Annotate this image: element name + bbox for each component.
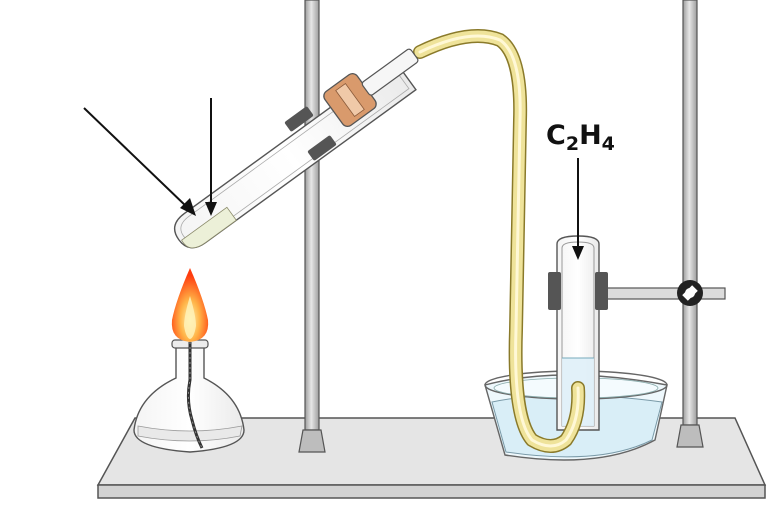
pointer-arrow-gas (572, 158, 584, 260)
formula-subscript-2: 4 (602, 133, 615, 155)
glass-delivery-tube (361, 48, 419, 96)
flame-icon (171, 268, 209, 342)
ethylene-formula-label: C2H4 (546, 120, 615, 155)
pointer-arrow-left (83, 107, 196, 216)
left-stand-rod (298, 0, 326, 453)
tube-clamp (548, 272, 608, 310)
rubber-tubing (413, 29, 586, 453)
pointer-arrow-middle (205, 98, 217, 216)
formula-subscript-1: 2 (566, 133, 579, 155)
test-tube-clamp (284, 106, 337, 161)
formula-element-2: H (579, 120, 602, 151)
alcohol-lamp (133, 339, 245, 453)
right-stand-rod (676, 0, 704, 448)
formula-element-1: C (546, 120, 566, 151)
